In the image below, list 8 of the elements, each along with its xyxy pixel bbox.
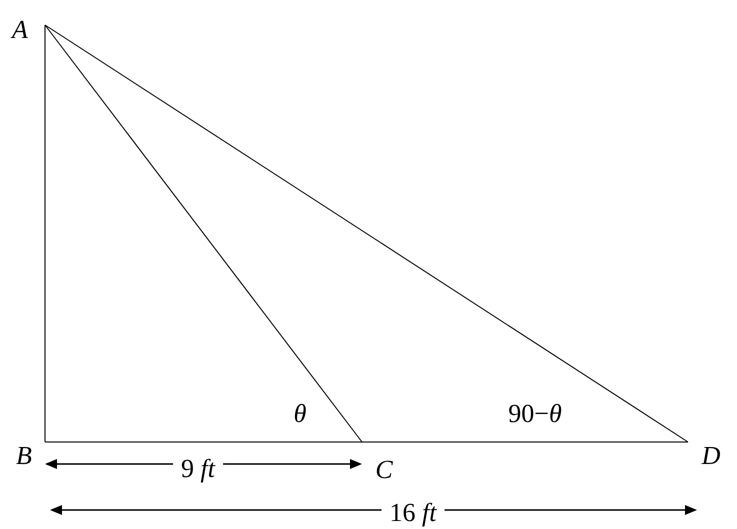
angle-label: θ <box>292 401 308 427</box>
vertex-label: B <box>15 443 33 469</box>
dimension-label: 9 ft <box>173 456 223 482</box>
angle-label: 90−θ <box>507 401 563 427</box>
dimension-label: 16 ft <box>382 500 444 526</box>
vertex-label: A <box>10 17 29 43</box>
vertex-label: D <box>700 443 722 469</box>
vertex-label: C <box>374 457 394 483</box>
